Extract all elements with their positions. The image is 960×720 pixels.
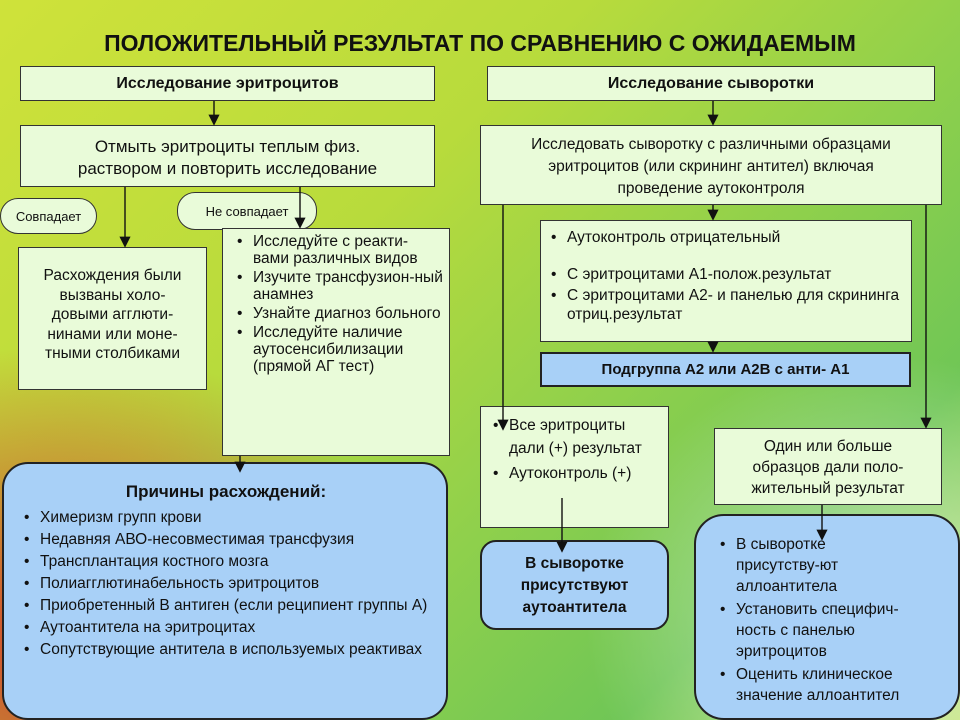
alloantibody-item-2: Установить специфич-ность с панелью эрит… [714,599,916,662]
cause-line-2: вызваны холо- [59,286,166,304]
serum-line-2: эритроцитов (или скрининг антител) включ… [548,158,874,175]
reason-item-5: Приобретенный В антиген (если реципиент … [18,596,434,616]
match-pill: Совпадает [0,198,97,234]
serum-line-1: Исследовать сыворотку с различными образ… [531,136,891,153]
one-or-more-line-3: жительный результат [751,480,905,497]
one-or-more-line-2: образцов дали поло- [752,459,904,476]
autocontrol-item-3: С эритроцитами А2- и панелью для скринин… [545,286,903,324]
all-positive-item-1: Все эритроциты дали (+) результат [487,414,662,460]
reason-item-7: Сопутствующие антитела в используемых ре… [18,640,434,660]
nomatch-label: Не совпадает [205,203,289,219]
autocontrol-item-1: Аутоконтроль отрицательный [545,228,903,247]
wash-box: Отмыть эритроциты теплым физ. раствором … [20,125,435,187]
autocontrol-item-2: С эритроцитами А1-полож.результат [545,265,903,284]
match-label: Совпадает [15,208,82,224]
all-positive-box: Все эритроциты дали (+) результат Аутоко… [480,406,669,528]
cause-line-4: нинами или моне- [47,325,178,343]
reason-item-2: Недавняя АВО-несовместимая трансфузия [18,530,434,550]
cause-line-3: довыми агглюти- [51,306,174,323]
subgroup-label: Подгруппа А2 или А2В с анти- А1 [601,361,850,378]
wash-line-1: Отмыть эритроциты теплым физ. [94,137,361,156]
reason-item-6: Аутоантитела на эритроцитах [18,618,434,638]
cause-line-5: тными столбиками [44,345,180,362]
serum-line-3: проведение аутоконтроля [617,180,805,197]
autoantibody-line-2: присутствуют [520,577,629,594]
cause-line-1: Расхождения были [43,267,182,284]
left-header-label: Исследование эритроцитов [116,74,339,92]
all-positive-item-2: Аутоконтроль (+) [487,462,662,485]
wash-line-2: раствором и повторить исследование [77,159,378,178]
autoantibody-box: В сыворотке присутствуют аутоантитела [480,540,669,630]
one-or-more-line-1: Один или больше [763,438,893,455]
reason-item-1: Химеризм групп крови [18,508,434,528]
autoantibody-line-1: В сыворотке [525,555,624,572]
autoantibody-line-3: аутоантитела [522,599,627,616]
reasons-box: Причины расхождений: Химеризм групп кров… [2,462,448,720]
left-header-box: Исследование эритроцитов [20,66,435,101]
nomatch-actions-box: Исследуйте с реакти-вами различных видов… [222,228,450,456]
reasons-title: Причины расхождений: [125,482,327,501]
nomatch-item-1: Исследуйте с реакти-вами различных видов [231,233,443,267]
reason-item-3: Трансплантация костного мозга [18,552,434,572]
subgroup-box: Подгруппа А2 или А2В с анти- А1 [540,352,911,387]
page-title: ПОЛОЖИТЕЛЬНЫЙ РЕЗУЛЬТАТ ПО СРАВНЕНИЮ С О… [104,30,856,56]
alloantibody-item-1: В сыворотке присутству-ют аллоантитела [714,534,896,597]
cold-agglutinin-box: Расхождения были вызваны холо- довыми аг… [18,247,207,390]
nomatch-item-2: Изучите трансфузион-ный анамнез [231,269,443,303]
one-or-more-box: Один или больше образцов дали поло- жите… [714,428,942,505]
reason-item-4: Полиагглютинабельность эритроцитов [18,574,434,594]
right-header-label: Исследование сыворотки [607,74,815,92]
serum-test-box: Исследовать сыворотку с различными образ… [480,125,942,205]
autocontrol-box: Аутоконтроль отрицательный С эритроцитам… [540,220,912,342]
nomatch-pill: Не совпадает [177,192,317,230]
alloantibody-box: В сыворотке присутству-ют аллоантитела У… [694,514,960,720]
right-header-box: Исследование сыворотки [487,66,935,101]
nomatch-item-4: Исследуйте наличие аутосенсибилизации (п… [231,324,443,375]
nomatch-item-3: Узнайте диагноз больного [231,305,443,322]
alloantibody-item-3: Оценить клиническое значение аллоантител [714,664,936,706]
